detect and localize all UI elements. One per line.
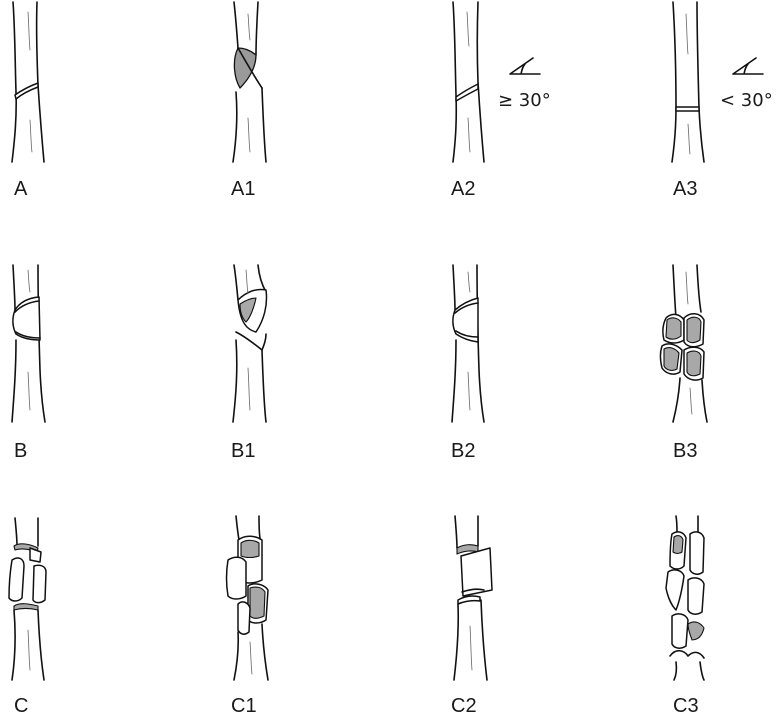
panel-label-c3: C3 [673, 695, 699, 717]
panel-label-b: B [14, 440, 27, 462]
panel-a3: < 30° A3 [672, 2, 773, 200]
panel-b2: B2 [451, 265, 484, 462]
bone-shaft-illustration [233, 2, 266, 162]
panel-c1: C1 [227, 516, 269, 717]
bone-shaft-illustration [661, 265, 708, 422]
panel-label-a: A [14, 178, 28, 200]
panel-label-a2: A2 [451, 178, 475, 200]
panel-c: C [9, 518, 46, 717]
panel-c2: C2 [451, 516, 492, 717]
panel-b: B [12, 265, 45, 462]
panel-c3: C3 [666, 516, 704, 717]
bone-shaft-illustration [12, 265, 45, 422]
panel-label-c2: C2 [451, 695, 477, 717]
panel-label-b1: B1 [231, 440, 255, 462]
angle-annotation-ge-30: ≥ 30° [498, 90, 551, 111]
bone-shaft-illustration [453, 2, 484, 162]
panel-a: A [12, 2, 44, 200]
bone-shaft-illustration [452, 265, 484, 422]
panel-b1: B1 [231, 265, 267, 462]
panel-label-c1: C1 [231, 695, 257, 717]
panel-label-b3: B3 [673, 440, 697, 462]
angle-icon [510, 58, 540, 74]
panel-a2: ≥ 30° A2 [451, 2, 551, 200]
bone-shaft-illustration [666, 516, 704, 680]
bone-shaft-illustration [9, 518, 46, 680]
bone-shaft-illustration [12, 2, 44, 162]
panel-b3: B3 [661, 265, 708, 462]
panel-label-c: C [14, 695, 28, 717]
bone-shaft-illustration [227, 516, 269, 680]
angle-icon [733, 58, 763, 74]
bone-shaft-illustration [672, 2, 704, 162]
panel-label-a1: A1 [231, 178, 255, 200]
angle-annotation-lt-30: < 30° [720, 90, 773, 111]
panel-a1: A1 [231, 2, 266, 200]
panel-label-b2: B2 [451, 440, 475, 462]
bone-shaft-illustration [233, 265, 267, 422]
panel-label-a3: A3 [673, 178, 697, 200]
bone-shaft-illustration [454, 516, 492, 680]
